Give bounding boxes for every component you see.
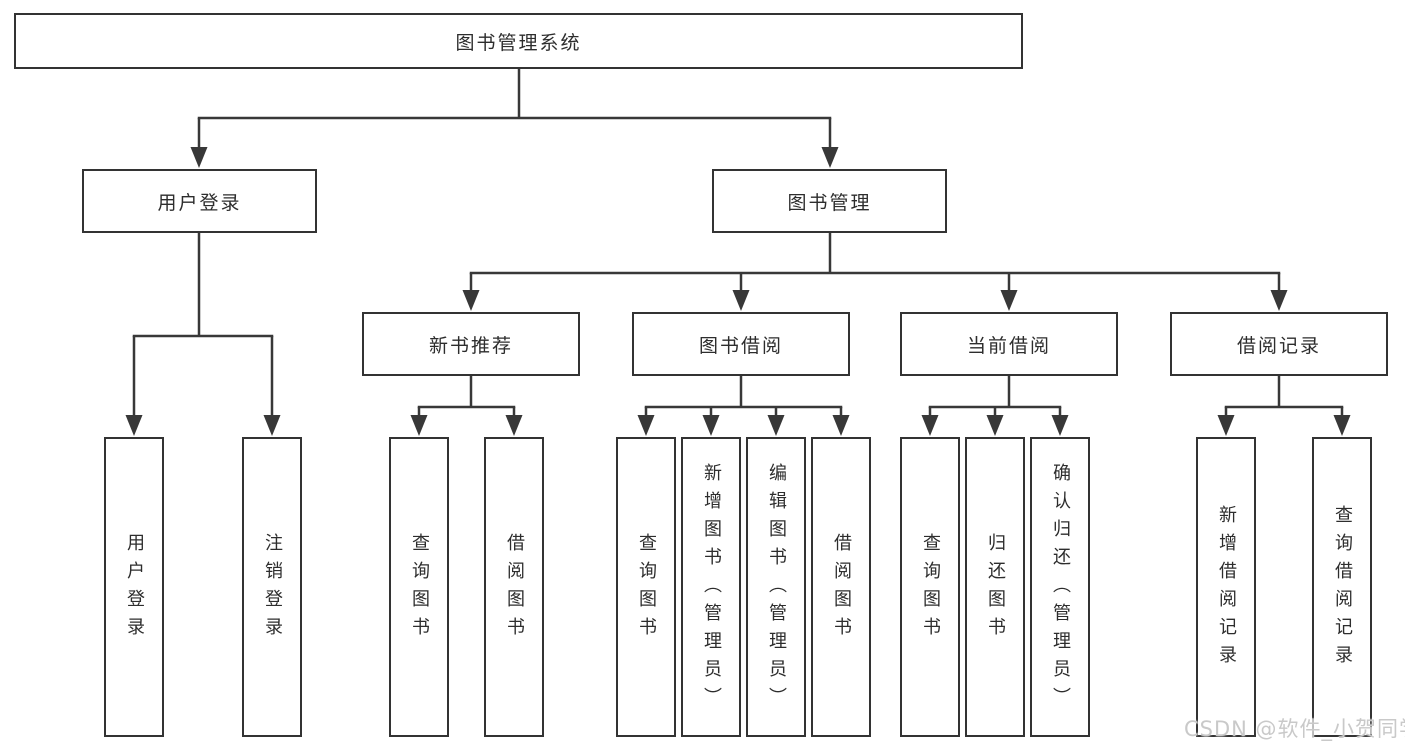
node-book-borrow: 图书借阅 — [632, 312, 850, 376]
leaf-cb-query-book: 查询图书 — [900, 437, 960, 737]
node-book-management: 图书管理 — [712, 169, 947, 233]
leaf-bb-add-book-admin: 新增图书（管理员） — [681, 437, 741, 737]
leaf-bb-edit-book-admin: 编辑图书（管理员） — [746, 437, 806, 737]
leaf-user-login: 用户登录 — [104, 437, 164, 737]
leaf-cb-return-book: 归还图书 — [965, 437, 1025, 737]
node-library-system: 图书管理系统 — [14, 13, 1023, 69]
leaf-bb-borrow-book: 借阅图书 — [811, 437, 871, 737]
node-user-login: 用户登录 — [82, 169, 317, 233]
node-borrow-records: 借阅记录 — [1170, 312, 1388, 376]
leaf-br-add-record: 新增借阅记录 — [1196, 437, 1256, 737]
leaf-bb-query-book: 查询图书 — [616, 437, 676, 737]
watermark: CSDN @软件_小贺同学 — [1184, 717, 1405, 741]
leaf-nbr-borrow-book: 借阅图书 — [484, 437, 544, 737]
leaf-logout: 注销登录 — [242, 437, 302, 737]
leaf-cb-confirm-return-admin: 确认归还（管理员） — [1030, 437, 1090, 737]
node-new-book-recommend: 新书推荐 — [362, 312, 580, 376]
leaf-br-query-record: 查询借阅记录 — [1312, 437, 1372, 737]
node-current-borrow: 当前借阅 — [900, 312, 1118, 376]
leaf-nbr-query-book: 查询图书 — [389, 437, 449, 737]
